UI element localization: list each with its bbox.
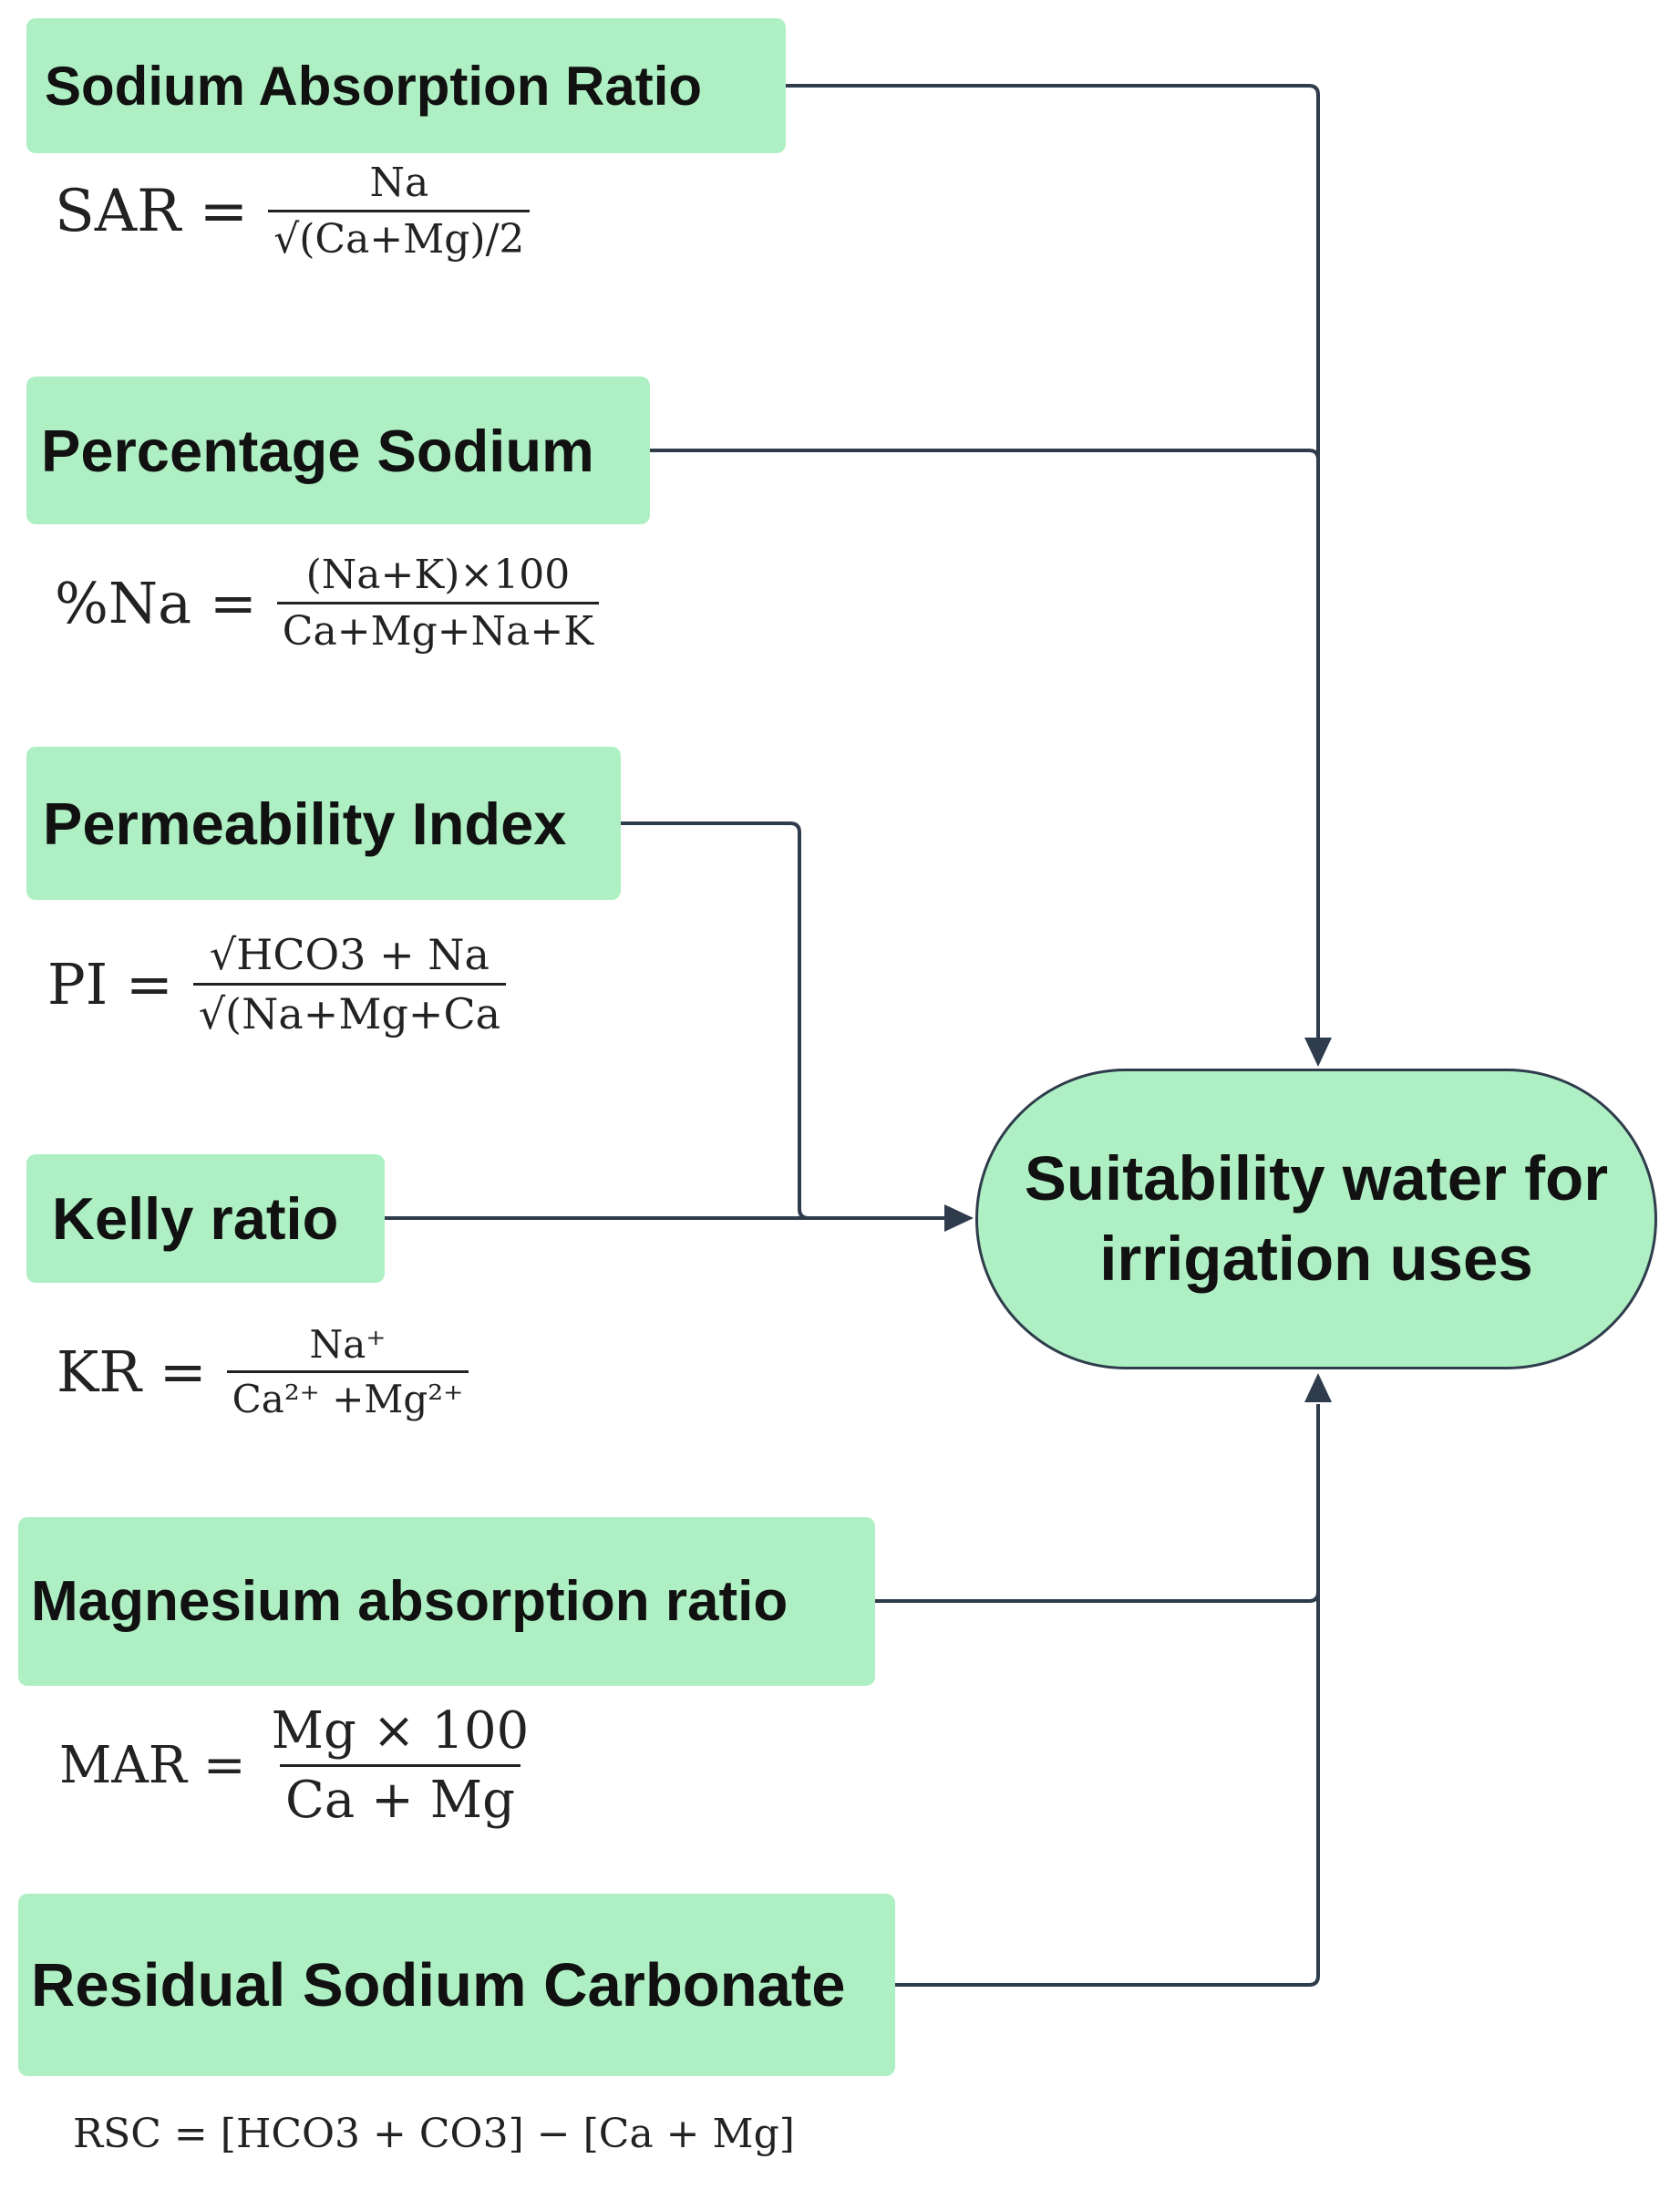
- formula-numerator: Na: [369, 160, 429, 206]
- target-line-2: irrigation uses: [1099, 1224, 1533, 1294]
- formula-kelly-ratio: KR = Na⁺ Ca²⁺ +Mg²⁺: [57, 1322, 469, 1421]
- connector-percentage-sodium: [650, 449, 1320, 460]
- formula-denominator: √(Ca+Mg)/2: [268, 210, 531, 263]
- target-line-1: Suitability water for: [1024, 1143, 1609, 1214]
- formula-denominator: Ca + Mg: [280, 1764, 520, 1830]
- node-label: Magnesium absorption ratio: [31, 1570, 788, 1633]
- node-permeability-index: Permeability Index: [26, 747, 621, 900]
- formula-numerator: Na⁺: [309, 1322, 387, 1367]
- node-label: Kelly ratio: [52, 1185, 339, 1252]
- node-label: Permeability Index: [43, 790, 567, 857]
- formula-sar: SAR = Na √(Ca+Mg)/2: [55, 160, 531, 263]
- node-label: Sodium Absorption Ratio: [45, 55, 703, 117]
- formula-text: RSC = [HCO3 + CO3] − [Ca + Mg]: [73, 2111, 795, 2157]
- node-label: Percentage Sodium: [41, 417, 594, 484]
- formula-lhs: %Na =: [55, 570, 257, 636]
- arrowhead-up: [1304, 1373, 1332, 1402]
- formula-percentage-sodium: %Na = (Na+K)×100 Ca+Mg+Na+K: [55, 552, 600, 655]
- formula-numerator: Mg × 100: [271, 1701, 530, 1761]
- formula-lhs: PI =: [47, 951, 173, 1018]
- formula-denominator: Ca²⁺ +Mg²⁺: [226, 1370, 469, 1421]
- formula-fraction: √HCO3 + Na √(Na+Mg+Ca: [192, 930, 507, 1038]
- formula-fraction: (Na+K)×100 Ca+Mg+Na+K: [276, 552, 600, 655]
- node-sodium-absorption-ratio: Sodium Absorption Ratio: [26, 18, 786, 153]
- formula-numerator: (Na+K)×100: [305, 552, 571, 598]
- formula-lhs: SAR =: [55, 177, 249, 245]
- node-kelly-ratio: Kelly ratio: [26, 1154, 385, 1283]
- formula-fraction: Na⁺ Ca²⁺ +Mg²⁺: [226, 1322, 469, 1421]
- formula-lhs: MAR =: [59, 1736, 246, 1795]
- formula-denominator: Ca+Mg+Na+K: [276, 602, 600, 655]
- formula-fraction: Mg × 100 Ca + Mg: [266, 1701, 535, 1830]
- node-suitability-target: Suitability water for irrigation uses: [975, 1069, 1657, 1369]
- connector-rsc: [895, 1404, 1320, 1987]
- formula-rsc: RSC = [HCO3 + CO3] − [Ca + Mg]: [73, 2111, 795, 2157]
- node-magnesium-absorption-ratio: Magnesium absorption ratio: [18, 1517, 875, 1686]
- node-label: Residual Sodium Carbonate: [31, 1950, 846, 2020]
- formula-fraction: Na √(Ca+Mg)/2: [268, 160, 531, 263]
- formula-denominator: √(Na+Mg+Ca: [192, 983, 507, 1038]
- formula-permeability-index: PI = √HCO3 + Na √(Na+Mg+Ca: [47, 930, 507, 1038]
- node-residual-sodium-carbonate: Residual Sodium Carbonate: [18, 1894, 895, 2076]
- formula-magnesium-ratio: MAR = Mg × 100 Ca + Mg: [59, 1701, 534, 1830]
- arrowhead-right: [944, 1204, 974, 1232]
- formula-lhs: KR =: [57, 1338, 207, 1405]
- connector-sar: [786, 84, 1320, 1039]
- node-percentage-sodium: Percentage Sodium: [26, 377, 650, 524]
- formula-numerator: √HCO3 + Na: [209, 930, 490, 979]
- connector-magnesium-ratio: [875, 1591, 1320, 1603]
- connector-permeability-index: [621, 821, 809, 1220]
- arrowhead-down: [1304, 1038, 1332, 1067]
